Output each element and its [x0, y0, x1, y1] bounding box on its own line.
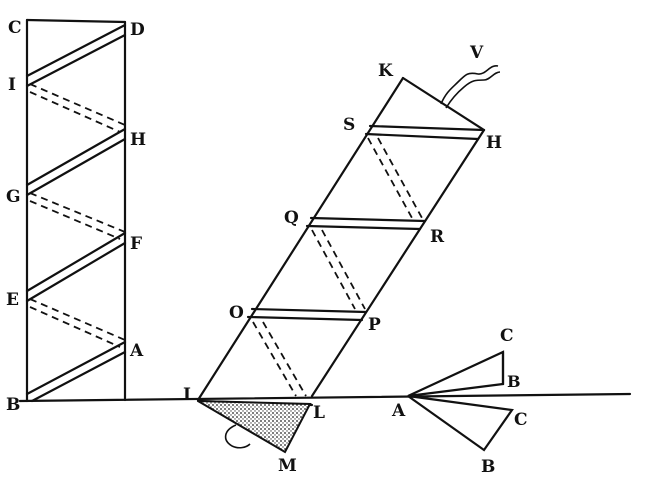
label-Q: Q [284, 208, 299, 228]
label-A-right: A [391, 401, 406, 421]
label-left-B: B [6, 395, 20, 415]
label-P: P [368, 315, 381, 335]
label-H-right: H [486, 133, 502, 153]
label-K: K [378, 61, 394, 81]
label-V: V [469, 43, 484, 63]
label-left-D: D [130, 20, 145, 40]
tilted-box-right-edge [310, 128, 486, 398]
ground-line [18, 392, 632, 403]
right-triangles [407, 350, 514, 452]
label-left-A: A [129, 341, 144, 361]
label-left-G: G [6, 187, 21, 207]
shaded-triangle [197, 400, 312, 454]
left-mirror-box [25, 18, 127, 403]
tilted-box-left-edge [196, 76, 405, 402]
label-left-E: E [6, 290, 19, 310]
label-left-H: H [130, 130, 146, 150]
angle-arc [224, 424, 251, 449]
left-rect-top-edge [25, 18, 127, 24]
label-M: M [278, 456, 297, 476]
left-rect-solid-strips [25, 23, 127, 403]
tilted-box-dashed-paths [252, 137, 423, 397]
label-O: O [229, 303, 244, 323]
label-left-F: F [130, 234, 142, 254]
label-C-upper: C [500, 326, 514, 346]
left-rect-dashed-paths [29, 83, 126, 348]
label-B-lower: B [481, 457, 495, 477]
label-left-C: C [8, 18, 22, 38]
label-L: L [313, 403, 325, 423]
label-C-lower: C [514, 410, 528, 430]
left-labels: C D I H G F E A B [6, 18, 146, 415]
cord-wave-2 [445, 71, 501, 109]
label-left-I: I [8, 75, 16, 95]
lower-triangle [407, 394, 514, 452]
label-B-upper: B [507, 372, 521, 391]
tilted-box-top-edge [401, 76, 486, 132]
label-R-tilted: R [430, 227, 445, 247]
tilted-labels: K V S H Q R O P I L M [183, 43, 502, 476]
label-S: S [343, 115, 355, 135]
right-labels: C B A C B [391, 326, 528, 477]
upper-triangle [407, 350, 505, 398]
label-I-ground: I [183, 385, 191, 405]
cord-wave [440, 65, 499, 105]
